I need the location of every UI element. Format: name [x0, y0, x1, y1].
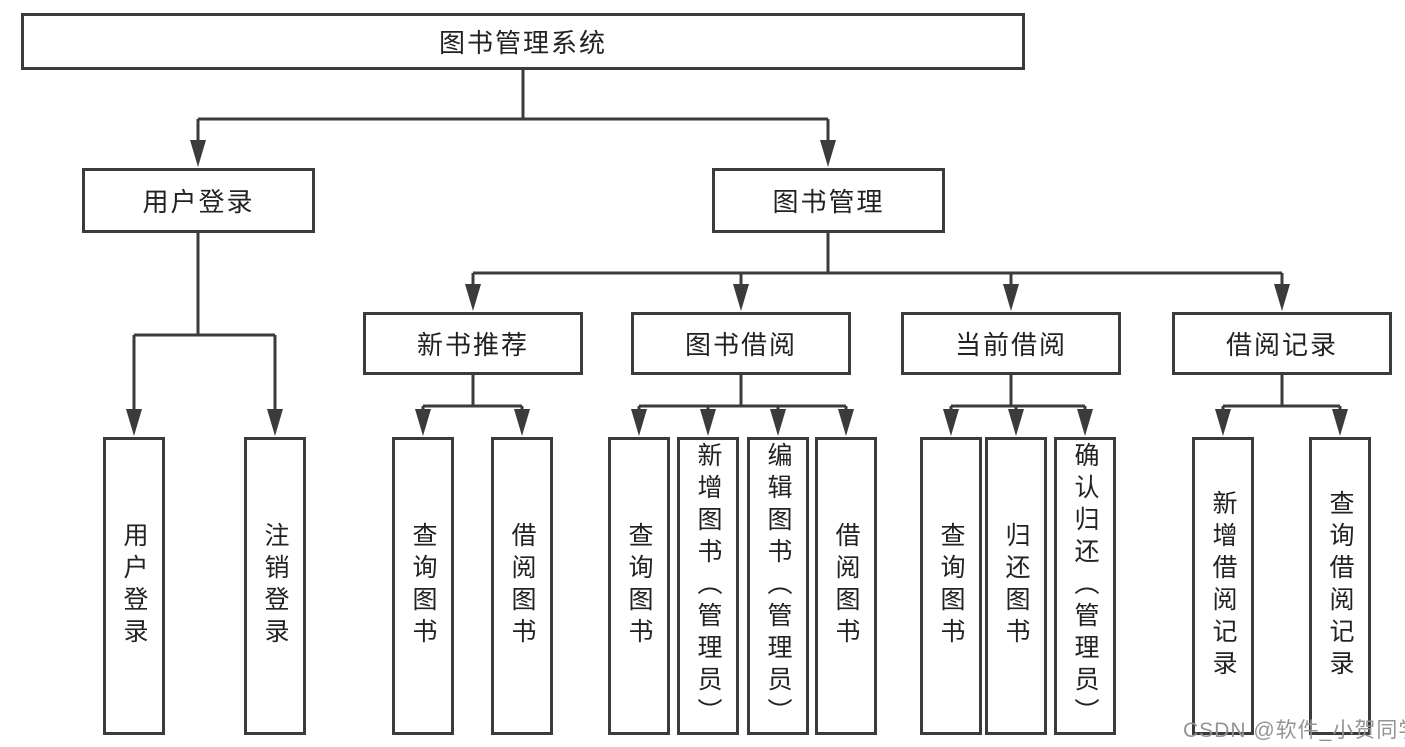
leaf-query-books-recommend-label: 查询图书 [409, 522, 437, 650]
leaf-confirm-return-admin-label: 确认归还（管理员） [1071, 442, 1099, 730]
leaf-add-books-admin-label: 新增图书（管理员） [694, 442, 722, 730]
leaf-query-books-borrowing: 查询图书 [608, 437, 670, 735]
node-library-management-system: 图书管理系统 [21, 13, 1025, 70]
leaf-query-borrow-record-label: 查询借阅记录 [1326, 490, 1354, 682]
node-book-management: 图书管理 [712, 168, 945, 233]
node-user-login: 用户登录 [82, 168, 315, 233]
node-book-borrowing: 图书借阅 [631, 312, 851, 375]
node-borrowing-records: 借阅记录 [1172, 312, 1392, 375]
node-new-book-recommendation: 新书推荐 [363, 312, 583, 375]
watermark: CSDN @软件_小贺同学 [1183, 719, 1405, 742]
leaf-borrow-books-borrowing-label: 借阅图书 [832, 522, 860, 650]
leaf-return-books-label: 归还图书 [1002, 522, 1030, 650]
leaf-edit-books-admin: 编辑图书（管理员） [747, 437, 809, 735]
leaf-edit-books-admin-label: 编辑图书（管理员） [764, 442, 792, 730]
leaf-borrow-books-recommend: 借阅图书 [491, 437, 553, 735]
leaf-confirm-return-admin: 确认归还（管理员） [1054, 437, 1116, 735]
leaf-add-books-admin: 新增图书（管理员） [677, 437, 739, 735]
node-current-borrowing: 当前借阅 [901, 312, 1121, 375]
leaf-query-books-borrowing-label: 查询图书 [625, 522, 653, 650]
leaf-borrow-books-borrowing: 借阅图书 [815, 437, 877, 735]
leaf-query-books-current: 查询图书 [920, 437, 982, 735]
leaf-query-books-current-label: 查询图书 [937, 522, 965, 650]
leaf-add-borrow-record-label: 新增借阅记录 [1209, 490, 1237, 682]
leaf-add-borrow-record: 新增借阅记录 [1192, 437, 1254, 735]
leaf-return-books: 归还图书 [985, 437, 1047, 735]
leaf-borrow-books-recommend-label: 借阅图书 [508, 522, 536, 650]
leaf-user-login-label: 用户登录 [120, 522, 148, 650]
leaf-logout-login: 注销登录 [244, 437, 306, 735]
leaf-query-books-recommend: 查询图书 [392, 437, 454, 735]
leaf-user-login: 用户登录 [103, 437, 165, 735]
leaf-logout-login-label: 注销登录 [261, 522, 289, 650]
leaf-query-borrow-record: 查询借阅记录 [1309, 437, 1371, 735]
